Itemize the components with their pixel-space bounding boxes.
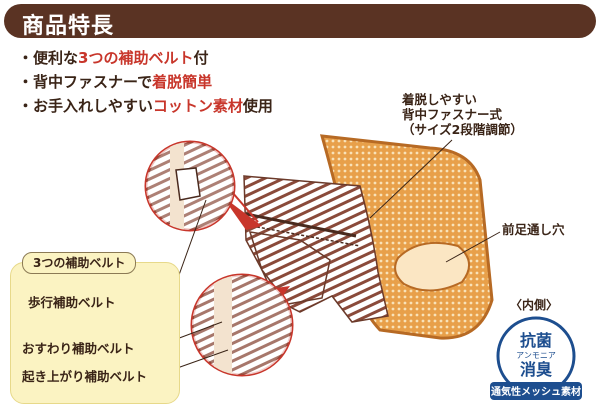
belt-box-title: 3つの補助ベルト (22, 252, 137, 274)
badge-line1: 抗菌 (520, 331, 552, 350)
callout-line: 背中ファスナー式 (402, 107, 503, 122)
front-leg-hole (394, 241, 470, 292)
feature-text: 便利な (33, 49, 79, 67)
feature-item: ・背中ファスナーで着脱簡単 (18, 70, 273, 94)
zipper-callout: 着脱しやすい 背中ファスナー式 （サイズ2段階調節） (402, 92, 523, 137)
feature-text: 使用 (242, 97, 273, 115)
feature-list: ・便利な3つの補助ベルト付 ・背中ファスナーで着脱簡単 ・お手入れしやすいコット… (18, 46, 273, 118)
callout-line: （サイズ2段階調節） (402, 122, 523, 137)
zipper-line (245, 212, 357, 238)
feature-item: ・便利な3つの補助ベルト付 (18, 46, 273, 70)
bullet-mark: ・ (18, 97, 34, 115)
bullet-mark: ・ (18, 49, 34, 67)
striped-flap (248, 231, 331, 305)
badge-band: 通気性メッシュ素材 (491, 385, 581, 398)
feature-highlight: コットン素材 (152, 97, 243, 115)
badge-small: アンモニア (516, 351, 556, 360)
feature-highlight: 着脱簡単 (152, 73, 213, 91)
header-bar: 商品特長 (4, 4, 596, 39)
antibacterial-badge: 抗菌 アンモニア 消臭 通気性メッシュ素材 (490, 316, 582, 400)
callout-line: 着脱しやすい (402, 92, 477, 107)
feature-item: ・お手入れしやすいコットン素材使用 (18, 94, 273, 118)
inner-side-label: 〈内側〉 (510, 298, 559, 312)
belt-info-box (10, 262, 180, 404)
feature-text: お手入れしやすい (33, 97, 153, 115)
walking-belt-label: 歩行補助ベルト (28, 295, 116, 310)
feature-text: 付 (193, 49, 209, 67)
zipper-line (251, 225, 361, 247)
feature-text: 背中ファスナーで (33, 73, 153, 91)
standing-belt-label: 起き上がり補助ベルト (22, 369, 148, 384)
sitting-belt-label: おすわり補助ベルト (22, 341, 135, 356)
bullet-mark: ・ (18, 73, 34, 91)
page-title: 商品特長 (22, 14, 115, 39)
leg-hole-callout: 前足通し穴 (502, 222, 565, 237)
badge-line2: 消臭 (520, 360, 552, 379)
feature-highlight: 3つの補助ベルト (78, 49, 194, 67)
